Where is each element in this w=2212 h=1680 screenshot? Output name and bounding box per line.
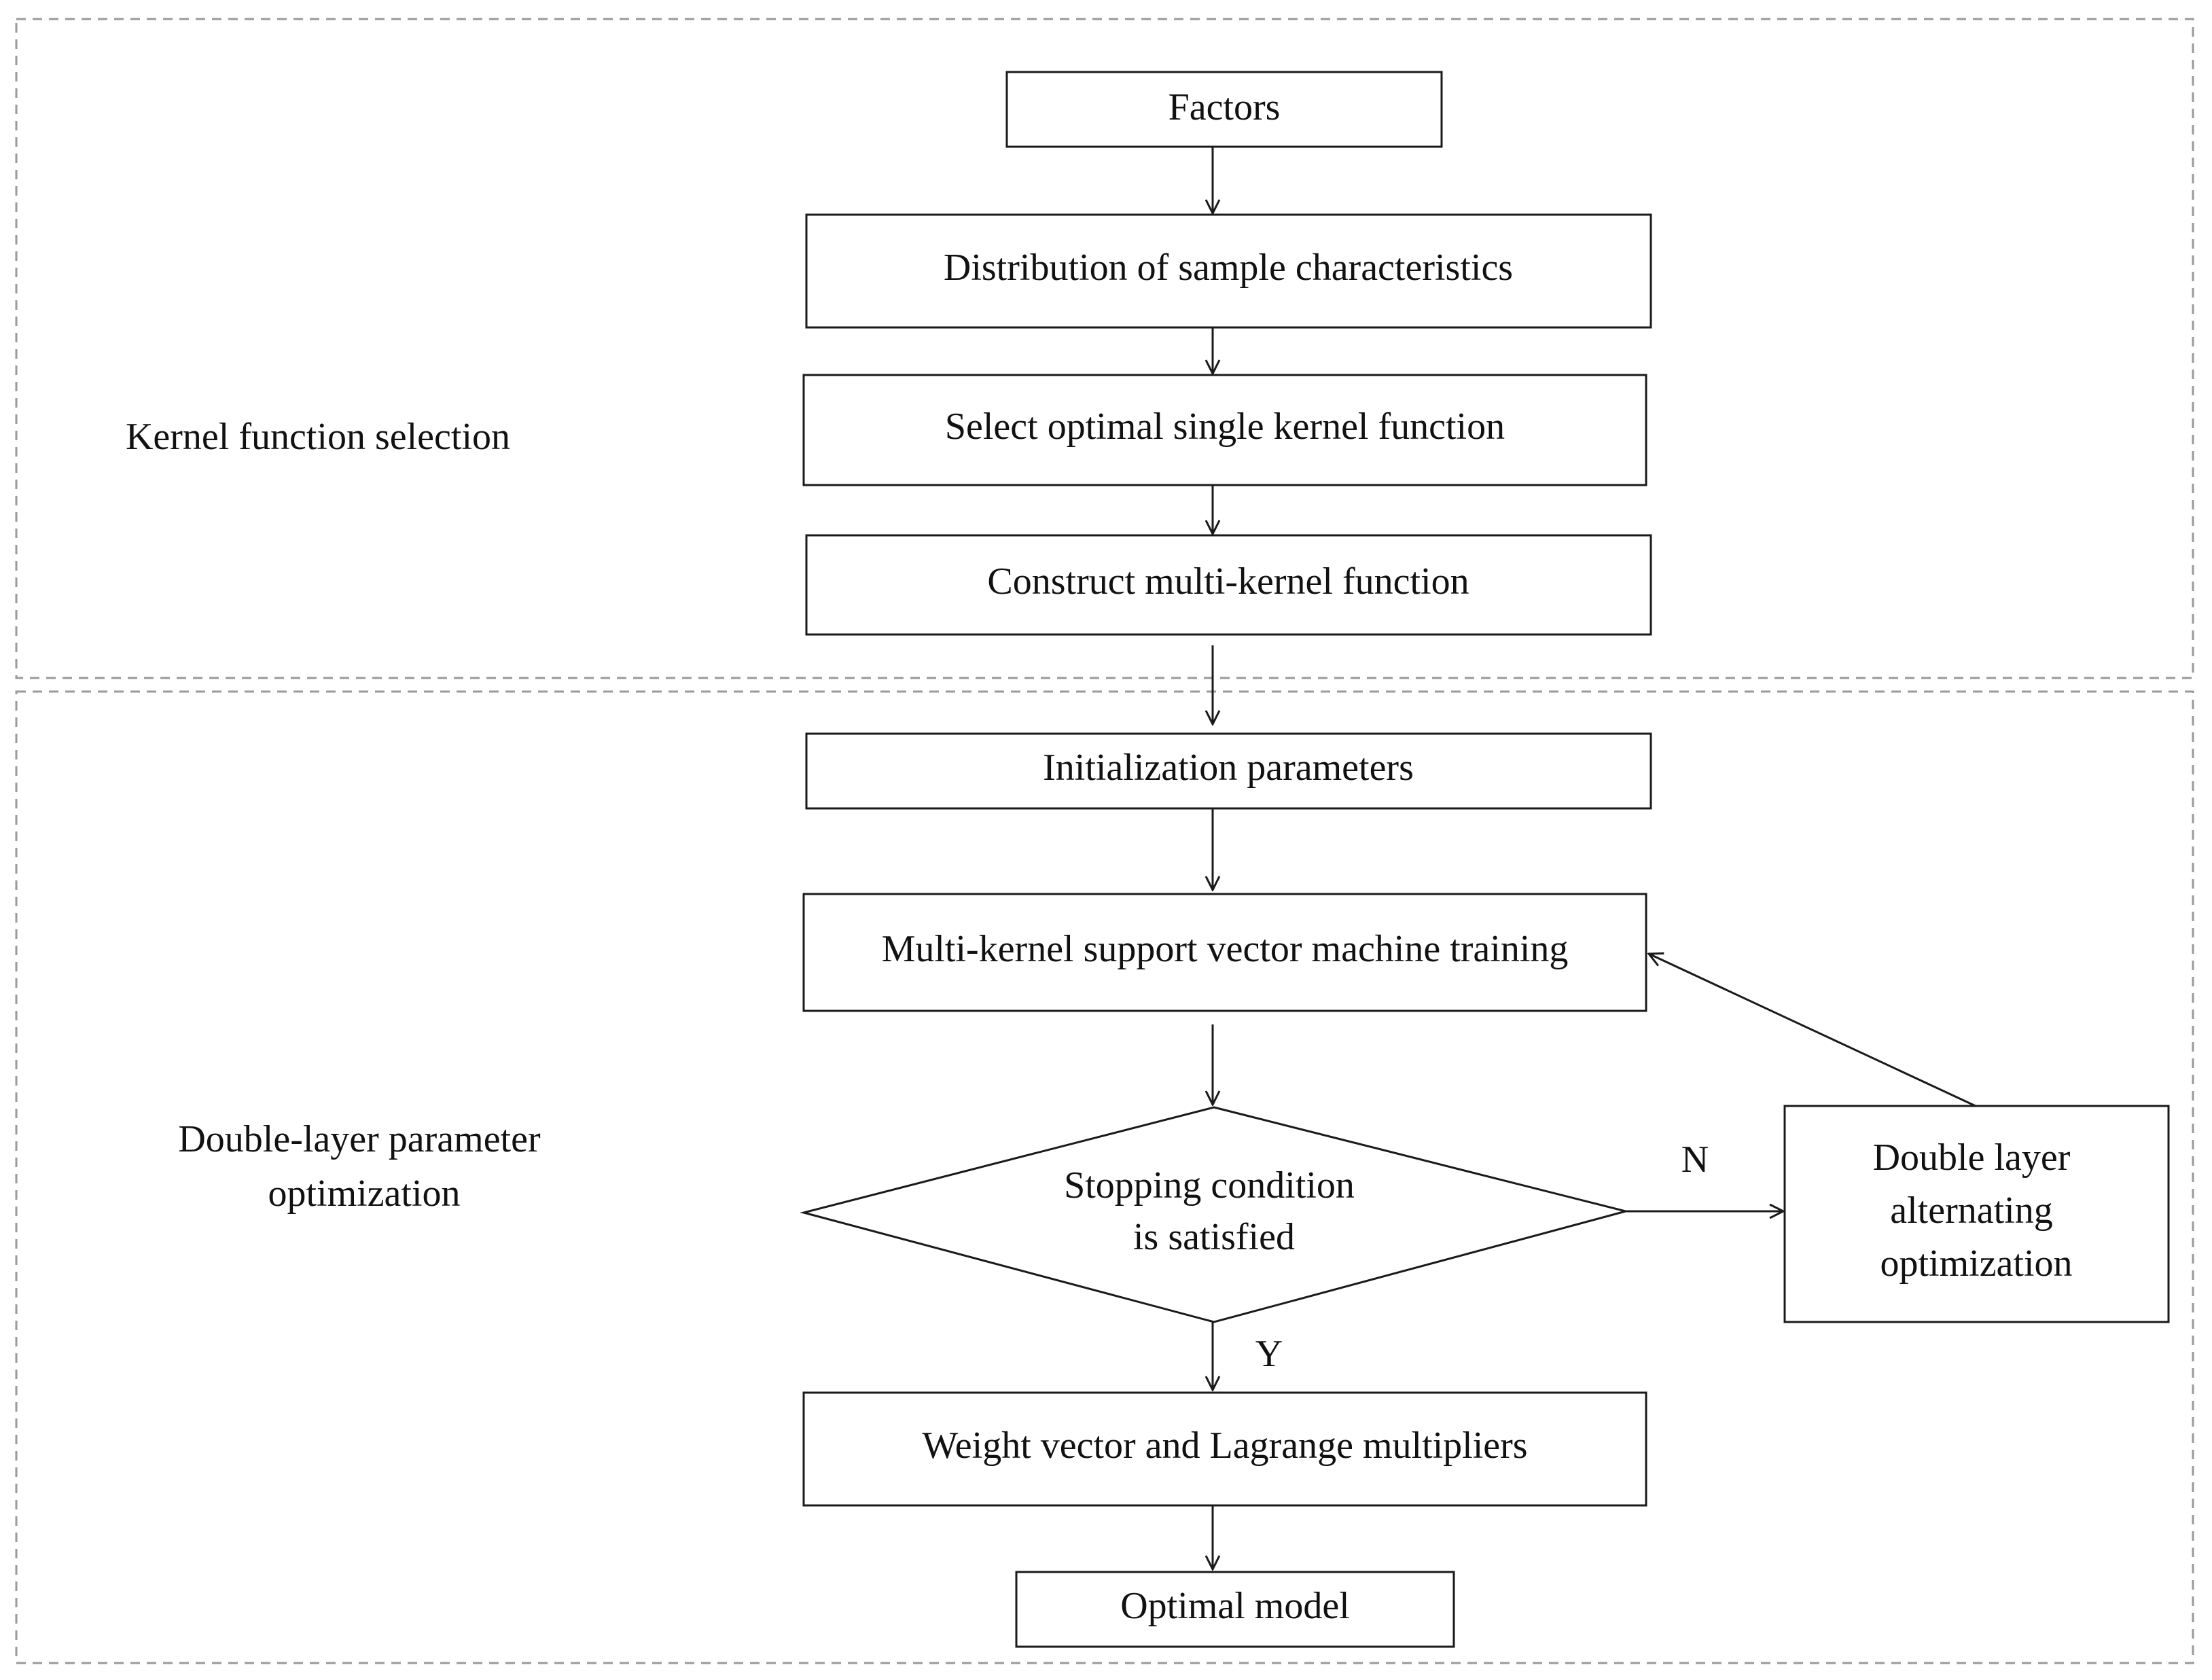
node-init-params-label: Initialization parameters — [1043, 747, 1414, 789]
node-svm-training-label: Multi-kernel support vector machine trai… — [882, 928, 1569, 970]
double-layer-section-label-line: Double-layer parameter — [178, 1118, 541, 1160]
node-stopping-condition-line: is satisfied — [1133, 1216, 1295, 1258]
svg-text:Construct multi-kernel functio: Construct multi-kernel function — [987, 560, 1469, 603]
node-construct-kernel: Construct multi-kernel function — [805, 534, 1652, 636]
node-stopping-condition-line: Stopping condition — [1064, 1164, 1355, 1207]
node-optimal-model-label: Optimal model — [1120, 1585, 1350, 1627]
double-layer-section-label-line: optimization — [268, 1173, 460, 1215]
node-init-params: Initialization parameters — [805, 732, 1652, 810]
node-optimal-model: Optimal model — [1015, 1571, 1455, 1648]
node-construct-kernel-label: Construct multi-kernel function — [987, 560, 1469, 603]
node-distribution: Distribution of sample characteristics — [805, 213, 1652, 329]
svg-text:Double layer alternating: Double layer alternating optimization — [1873, 1137, 2080, 1285]
svg-text:Weight vector and Lagrange mul: Weight vector and Lagrange multipliers — [922, 1425, 1527, 1467]
node-alternating-optimization: Double layer alternating optimization — [1783, 1105, 2170, 1323]
node-distribution-label: Distribution of sample characteristics — [944, 247, 1513, 289]
svg-text:Select optimal single kernel f: Select optimal single kernel function — [945, 406, 1505, 448]
svg-text:Optimal model: Optimal model — [1120, 1585, 1350, 1627]
double-layer-section-border — [15, 690, 2194, 1664]
node-select-kernel: Select optimal single kernel function — [802, 374, 1647, 486]
node-alternating-optimization-line: optimization — [1880, 1243, 2072, 1285]
node-factors-label: Factors — [1169, 86, 1281, 128]
node-svm-training: Multi-kernel support vector machine trai… — [802, 893, 1647, 1012]
node-weight-vector-label: Weight vector and Lagrange multipliers — [922, 1425, 1527, 1467]
svg-text:Factors: Factors — [1169, 86, 1281, 128]
svg-text:Stopping condition is sa: Stopping condition is satisfied — [1064, 1164, 1364, 1258]
double-layer-section-label: Double-layer parameter optimization — [178, 1118, 550, 1215]
svg-text:Initialization parameters: Initialization parameters — [1043, 747, 1414, 789]
edges — [1213, 147, 1976, 1569]
node-alternating-optimization-line: alternating — [1890, 1190, 2052, 1232]
svg-text:Multi-kernel support vector ma: Multi-kernel support vector machine trai… — [882, 928, 1569, 970]
node-weight-vector: Weight vector and Lagrange multipliers — [802, 1391, 1647, 1507]
node-stopping-condition: Stopping condition is satisfied — [800, 1106, 1630, 1323]
edge-alternating-to-training — [1649, 954, 1976, 1107]
node-factors: Factors — [1005, 71, 1443, 148]
kernel-section-label-line: Kernel function selection — [126, 416, 510, 458]
node-alternating-optimization-line: Double layer — [1873, 1137, 2071, 1179]
kernel-section-label: Kernel function selection — [126, 416, 510, 458]
svg-text:Distribution of sample charact: Distribution of sample characteristics — [944, 247, 1513, 289]
edge-label-no: N — [1681, 1139, 1709, 1181]
edge-label-yes: Y — [1255, 1333, 1283, 1375]
node-select-kernel-label: Select optimal single kernel function — [945, 406, 1505, 448]
